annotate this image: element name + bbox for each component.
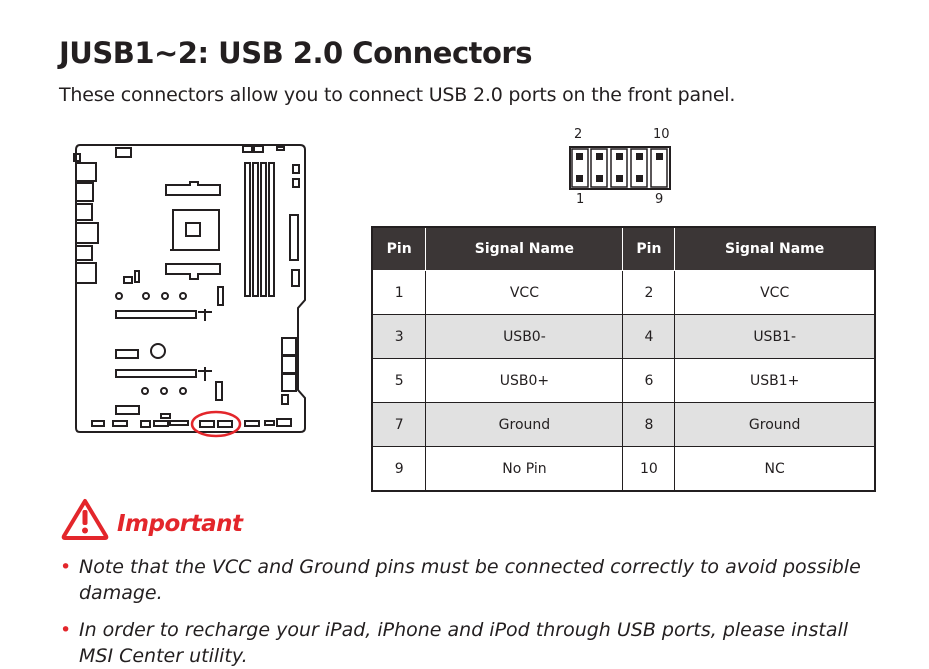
cell: 2 — [622, 270, 676, 315]
cell: Ground — [425, 402, 624, 447]
important-bullet: • Note that the VCC and Ground pins must… — [60, 554, 880, 606]
cell: USB1- — [674, 314, 876, 359]
pin-grid — [569, 146, 671, 190]
description: These connectors allow you to connect US… — [59, 84, 736, 106]
cell: 10 — [622, 446, 676, 492]
cell: 7 — [371, 402, 427, 447]
cell: No Pin — [425, 446, 624, 492]
header-signal-name: Signal Name — [674, 227, 875, 271]
cell: USB0- — [425, 314, 624, 359]
bullet-text: In order to recharge your iPad, iPhone a… — [79, 619, 849, 667]
important-bullet: • In order to recharge your iPad, iPhone… — [60, 617, 880, 669]
pin-label-2: 2 — [574, 127, 583, 142]
cell: Ground — [674, 402, 876, 447]
header-signal-name: Signal Name — [425, 227, 624, 271]
cell: 6 — [622, 358, 676, 403]
cell: USB1+ — [674, 358, 876, 403]
warning-icon — [61, 499, 109, 540]
cell: VCC — [425, 270, 624, 315]
cell: 4 — [622, 314, 676, 359]
cell: 8 — [622, 402, 676, 447]
cell: USB0+ — [425, 358, 624, 403]
header-pin: Pin — [622, 227, 676, 271]
cell: 1 — [371, 270, 427, 315]
cell: VCC — [674, 270, 876, 315]
important-label: Important — [117, 511, 243, 537]
cell: 9 — [371, 446, 427, 492]
pin-header-diagram: 2 10 1 9 — [560, 125, 690, 210]
motherboard-diagram — [73, 144, 306, 438]
pin-label-1: 1 — [576, 192, 585, 207]
cell: NC — [674, 446, 876, 492]
pin-label-10: 10 — [653, 127, 670, 142]
pin-label-9: 9 — [655, 192, 664, 207]
cell: 3 — [371, 314, 427, 359]
bullet-text: Note that the VCC and Ground pins must b… — [79, 556, 861, 604]
page-title: JUSB1~2: USB 2.0 Connectors — [59, 36, 533, 70]
bullet-dot: • — [60, 619, 72, 641]
header-pin: Pin — [372, 227, 427, 271]
table-header-row: Pin Signal Name Pin Signal Name — [372, 227, 875, 271]
cell: 5 — [371, 358, 427, 403]
bullet-dot: • — [60, 556, 72, 578]
